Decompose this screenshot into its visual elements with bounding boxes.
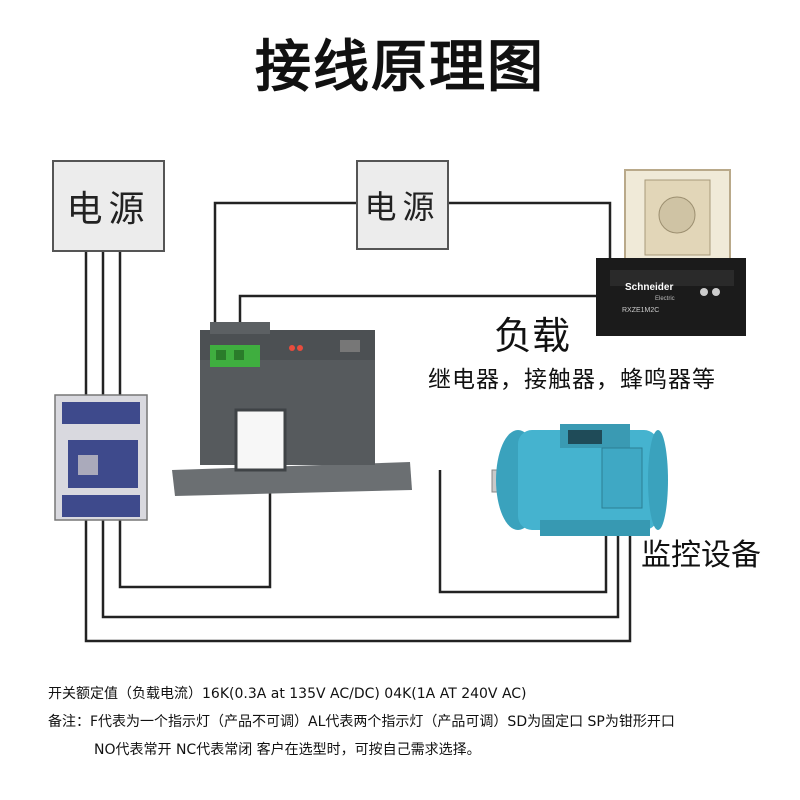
relay-model: RXZE1M2C bbox=[622, 307, 659, 314]
monitor-device-label: 监控设备 bbox=[641, 538, 761, 573]
wire-sensor-power bbox=[213, 201, 356, 335]
load-types-label: 继电器，接触器，蜂鸣器等 bbox=[428, 367, 716, 393]
wire-power-relay bbox=[449, 201, 612, 268]
load-label: 负载 bbox=[494, 314, 571, 358]
power-supply-left: 电源 bbox=[52, 160, 165, 252]
motor bbox=[491, 424, 668, 536]
diagram-title: 接线原理图 bbox=[255, 35, 545, 100]
power-supply-left-label: 电源 bbox=[66, 189, 151, 230]
wire-contactor-motor-2 bbox=[101, 470, 620, 619]
relay: Schneider Electric RXZE1M2C bbox=[596, 169, 746, 336]
power-supply-right: 电源 bbox=[356, 160, 449, 250]
power-supply-right-label: 电源 bbox=[364, 188, 441, 226]
remark-note: 备注：F代表为一个指示灯（产品不可调）AL代表两个指示灯（产品可调）SD为固定口… bbox=[48, 714, 675, 730]
wires bbox=[84, 201, 632, 643]
relay-brand-sub: Electric bbox=[655, 296, 675, 302]
wire-contactor-motor-1 bbox=[118, 420, 272, 589]
current-sensor bbox=[172, 322, 412, 496]
relay-brand: Schneider bbox=[625, 282, 673, 293]
rating-note: 开关额定值（负载电流）16K(0.3A at 135V AC/DC) 04K(1… bbox=[48, 686, 527, 702]
wire-contactor-motor-3 bbox=[84, 470, 632, 643]
contactor bbox=[54, 394, 148, 521]
remark-note-continued: NO代表常开 NC代表常闭 客户在选型时，可按自己需求选择。 bbox=[94, 742, 481, 758]
